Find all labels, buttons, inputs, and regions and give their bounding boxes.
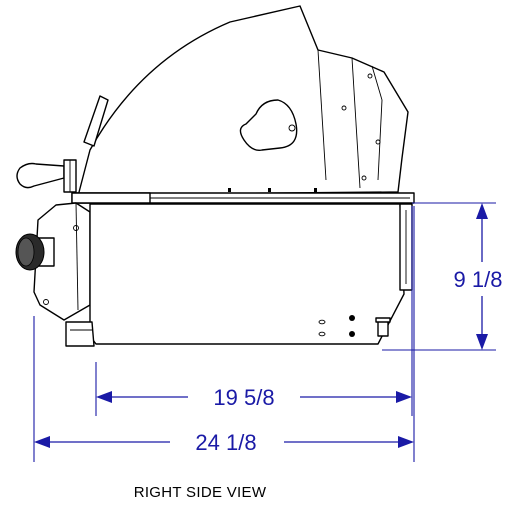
control-panel-edge xyxy=(75,202,79,311)
height-dimension: 9 1/8 xyxy=(382,202,503,351)
front-grip-handle xyxy=(16,162,65,189)
hood-side-handle xyxy=(83,95,109,147)
panel-screw xyxy=(73,225,79,231)
hood-latch-cutout xyxy=(239,99,298,151)
height-arrow-down xyxy=(476,334,488,350)
deck-bolt xyxy=(228,188,231,192)
inner-arrow-left xyxy=(96,391,112,403)
hood-screw xyxy=(375,139,381,145)
hood-front-fold xyxy=(371,65,383,181)
hood-panel-line xyxy=(317,49,327,181)
inner-width-dimension: 19 5/8 xyxy=(95,206,413,416)
overall-arrow-left xyxy=(34,436,50,448)
inner-width-label: 19 5/8 xyxy=(213,385,274,410)
control-knob-face xyxy=(17,237,35,267)
overall-arrow-right xyxy=(398,436,414,448)
lower-body xyxy=(89,203,405,345)
hood-rear-edge xyxy=(351,57,361,189)
inner-arrow-right xyxy=(396,391,412,403)
height-arrow-up xyxy=(476,203,488,219)
deck-front-block xyxy=(71,192,151,204)
upper-hood xyxy=(77,5,409,197)
hood-screw xyxy=(361,175,367,181)
hood-screw xyxy=(341,105,347,111)
indicator-slot xyxy=(318,331,326,337)
panel-screw xyxy=(43,299,49,305)
overall-width-dimension: 24 1/8 xyxy=(33,206,415,462)
hood-screw xyxy=(367,73,373,79)
indicator-light xyxy=(349,315,355,321)
deck-bolt xyxy=(268,188,271,192)
machine-outline xyxy=(15,5,415,347)
overall-width-label: 24 1/8 xyxy=(195,430,256,455)
rear-connector-cap xyxy=(375,317,391,323)
hood-screw xyxy=(288,124,296,132)
view-caption: RIGHT SIDE VIEW xyxy=(134,484,267,501)
front-foot xyxy=(65,321,95,347)
indicator-light xyxy=(349,331,355,337)
deck-bolt xyxy=(314,188,317,192)
indicator-slot xyxy=(318,319,326,325)
height-dimension-label: 9 1/8 xyxy=(454,267,503,292)
